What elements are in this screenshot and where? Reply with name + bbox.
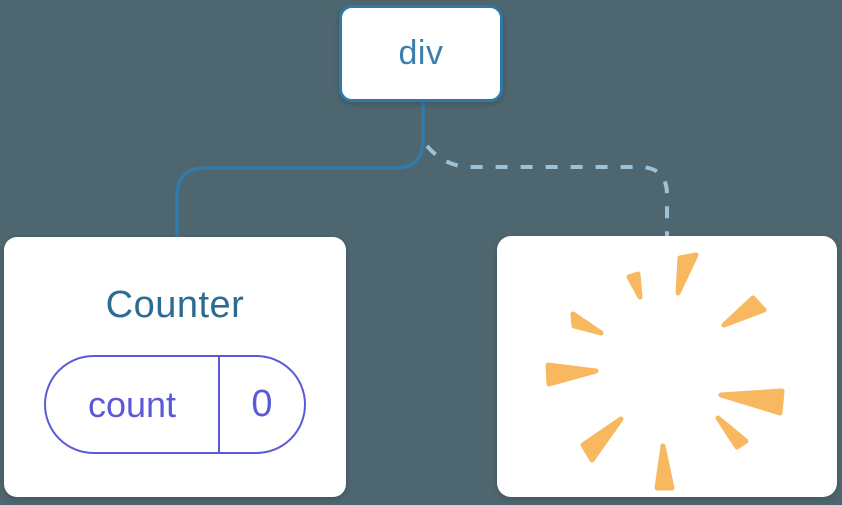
root-node-label: div — [398, 34, 444, 72]
state-pill: count 0 — [44, 355, 306, 454]
root-node-div: div — [339, 5, 503, 102]
counter-component-node: Counter count 0 — [4, 237, 346, 497]
state-name-label: count — [87, 383, 177, 425]
solid-connector-line — [175, 102, 425, 238]
state-value-cell: 0 — [220, 357, 304, 452]
dashed-connector-line — [425, 144, 669, 237]
state-name-cell: count — [46, 357, 220, 452]
poof-burst-icon — [545, 252, 785, 491]
removed-component-node — [497, 236, 837, 497]
component-title: Counter — [105, 284, 245, 326]
state-value-label: 0 — [251, 383, 273, 425]
